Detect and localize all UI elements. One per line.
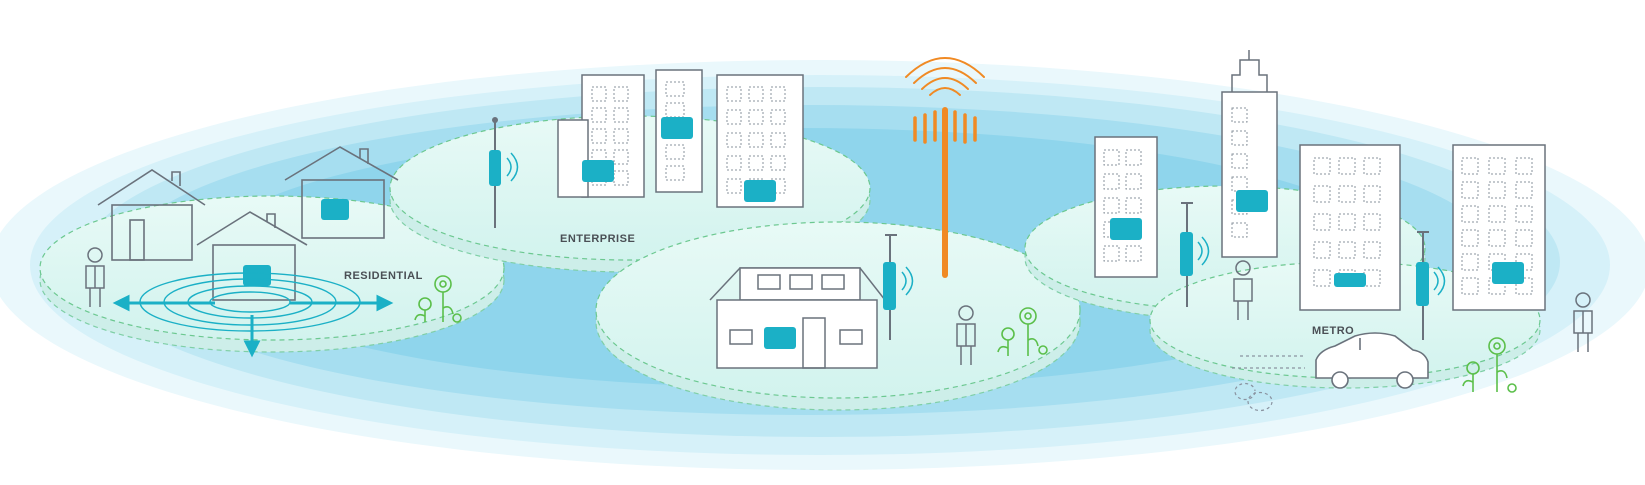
small-cell-device-icon (661, 117, 693, 139)
window-shape (1313, 241, 1331, 259)
window-shape (1515, 157, 1533, 175)
window-shape (726, 132, 742, 148)
skyscraper-icon (1221, 50, 1278, 258)
window-shape (748, 132, 764, 148)
house-icon (97, 169, 206, 261)
window-shape (1103, 197, 1120, 214)
antenna-pole-icon (883, 234, 914, 340)
window-shape (748, 109, 764, 125)
window-shape (1363, 213, 1381, 231)
window-shape (770, 109, 786, 125)
antenna-pole-icon (1180, 202, 1210, 307)
house-icon (284, 146, 399, 239)
small-cell-device-icon (1334, 273, 1366, 287)
window-shape (1461, 229, 1479, 247)
window-shape (770, 155, 786, 171)
window-shape (591, 86, 607, 102)
window-shape (1338, 157, 1356, 175)
window-shape (1363, 157, 1381, 175)
window-shape (1461, 157, 1479, 175)
window-shape (726, 178, 742, 194)
window-shape (613, 107, 629, 123)
car-icon (1315, 332, 1429, 389)
window-shape (1231, 130, 1248, 146)
window-shape (770, 86, 786, 102)
window-shape (1125, 149, 1142, 166)
small-cell-device-icon (744, 180, 776, 202)
window-shape (1313, 157, 1331, 175)
window-shape (613, 86, 629, 102)
motion-lines-icon (1232, 355, 1305, 412)
window-shape (1363, 241, 1381, 259)
flower-icon (997, 307, 1048, 356)
window-shape (726, 155, 742, 171)
window-shape (726, 109, 742, 125)
window-shape (1338, 241, 1356, 259)
person-icon (1233, 260, 1253, 320)
window-shape (591, 107, 607, 123)
small-cell-device-icon (1236, 190, 1268, 212)
window-shape (665, 81, 685, 97)
window-shape (1313, 213, 1331, 231)
window-shape (1338, 213, 1356, 231)
house-icon (709, 267, 886, 369)
house-icon (196, 211, 308, 301)
window-shape (1125, 173, 1142, 190)
window-shape (1125, 197, 1142, 214)
window-shape (748, 86, 764, 102)
window-shape (1488, 181, 1506, 199)
person-icon (85, 247, 105, 307)
person-icon (956, 305, 976, 365)
window-shape (1103, 173, 1120, 190)
window-shape (1515, 181, 1533, 199)
flower-icon (1462, 337, 1517, 393)
window-shape (1488, 157, 1506, 175)
window-shape (726, 86, 742, 102)
window-shape (1338, 185, 1356, 203)
window-shape (1461, 205, 1479, 223)
small-cell-device-icon (764, 327, 796, 349)
small-cell-device-icon (1492, 262, 1524, 284)
window-shape (1461, 181, 1479, 199)
person-icon (1573, 292, 1593, 352)
window-shape (1231, 153, 1248, 169)
window-shape (1313, 185, 1331, 203)
zone-label-enterprise: ENTERPRISE (560, 233, 636, 245)
window-shape (591, 149, 607, 165)
window-shape (1313, 269, 1331, 287)
window-shape (665, 144, 685, 160)
zone-label-residential: RESIDENTIAL (344, 270, 423, 282)
antenna-pole-icon (1416, 231, 1446, 340)
window-shape (613, 149, 629, 165)
small-cell-device-icon (243, 265, 271, 286)
window-shape (1103, 245, 1120, 262)
window-shape (1231, 222, 1248, 238)
window-shape (1515, 205, 1533, 223)
window-shape (1515, 229, 1533, 247)
small-cell-device-icon (321, 199, 349, 220)
arrow-icon (112, 294, 394, 358)
cell-tower-icon (905, 57, 985, 278)
window-shape (770, 132, 786, 148)
window-shape (591, 128, 607, 144)
window-shape (613, 128, 629, 144)
office-building-icon (1452, 144, 1546, 311)
window-shape (1461, 277, 1479, 295)
window-shape (1488, 229, 1506, 247)
zone-label-metro: METRO (1312, 325, 1355, 337)
window-shape (1231, 107, 1248, 123)
small-cell-device-icon (1110, 218, 1142, 240)
window-shape (1363, 185, 1381, 203)
window-shape (1125, 245, 1142, 262)
window-shape (1461, 253, 1479, 271)
window-shape (665, 165, 685, 181)
window-shape (748, 155, 764, 171)
window-shape (1103, 149, 1120, 166)
antenna-pole-icon (489, 117, 519, 228)
flower-icon (414, 275, 462, 323)
window-shape (1488, 205, 1506, 223)
small-cell-device-icon (582, 160, 614, 182)
